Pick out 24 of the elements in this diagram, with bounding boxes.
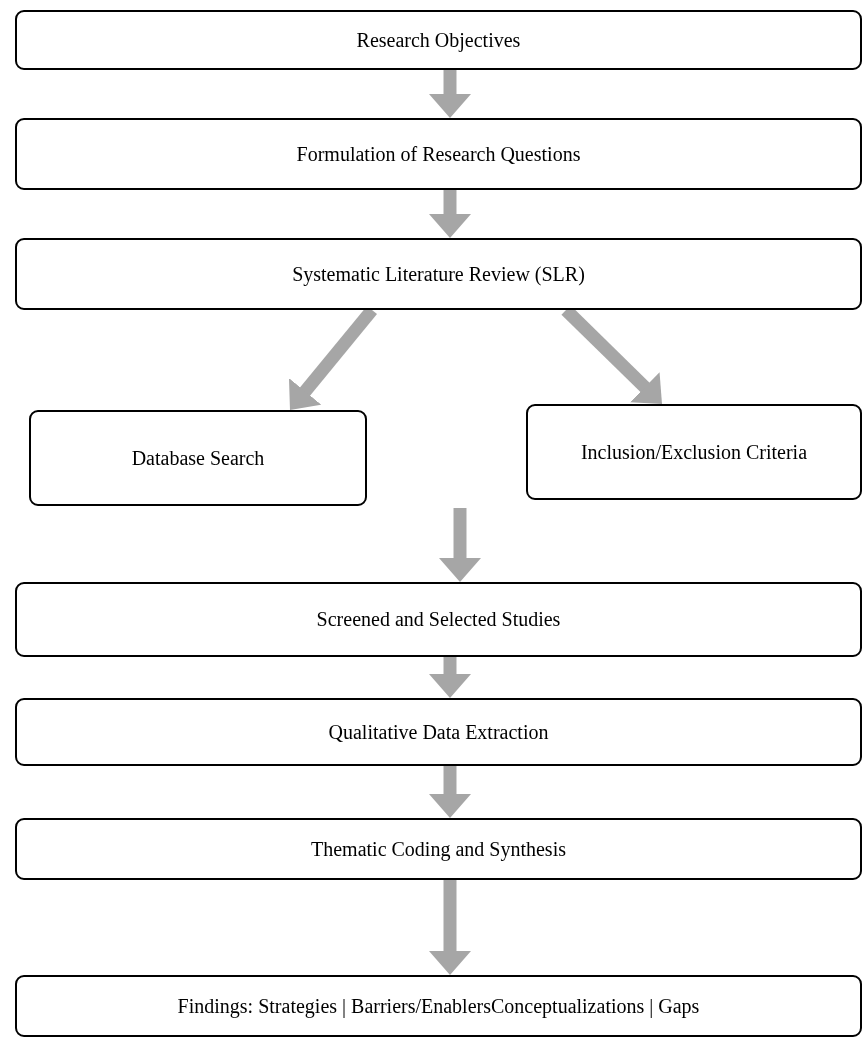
box-label: Thematic Coding and Synthesis	[311, 837, 566, 861]
box-label: Database Search	[131, 446, 265, 470]
box-label: Research Objectives	[356, 28, 521, 52]
process-box	[15, 10, 862, 70]
box-label: Screened and Selected Studies	[316, 608, 561, 631]
box-label: Findings: Strategies | Barriers/EnablersConceptualizations | Gaps	[177, 994, 700, 1018]
block-arrow	[429, 766, 471, 818]
box-label: Systematic Literature Review (SLR)	[292, 262, 585, 286]
block-arrow	[429, 880, 471, 975]
process-box	[15, 118, 862, 190]
block-arrow	[439, 508, 481, 582]
process-box	[15, 582, 862, 657]
box-label: Formulation of Research Questions	[296, 142, 581, 166]
process-box	[15, 698, 862, 766]
box-label: Inclusion/Exclusion Criteria	[580, 440, 808, 464]
process-box	[15, 238, 862, 310]
process-box	[15, 975, 862, 1037]
block-arrow	[429, 190, 471, 238]
process-box	[29, 410, 367, 506]
block-arrow	[429, 70, 471, 118]
box-label: Qualitative Data Extraction	[328, 720, 549, 744]
process-box	[15, 818, 862, 880]
block-arrow	[429, 657, 471, 698]
process-box	[526, 404, 862, 500]
